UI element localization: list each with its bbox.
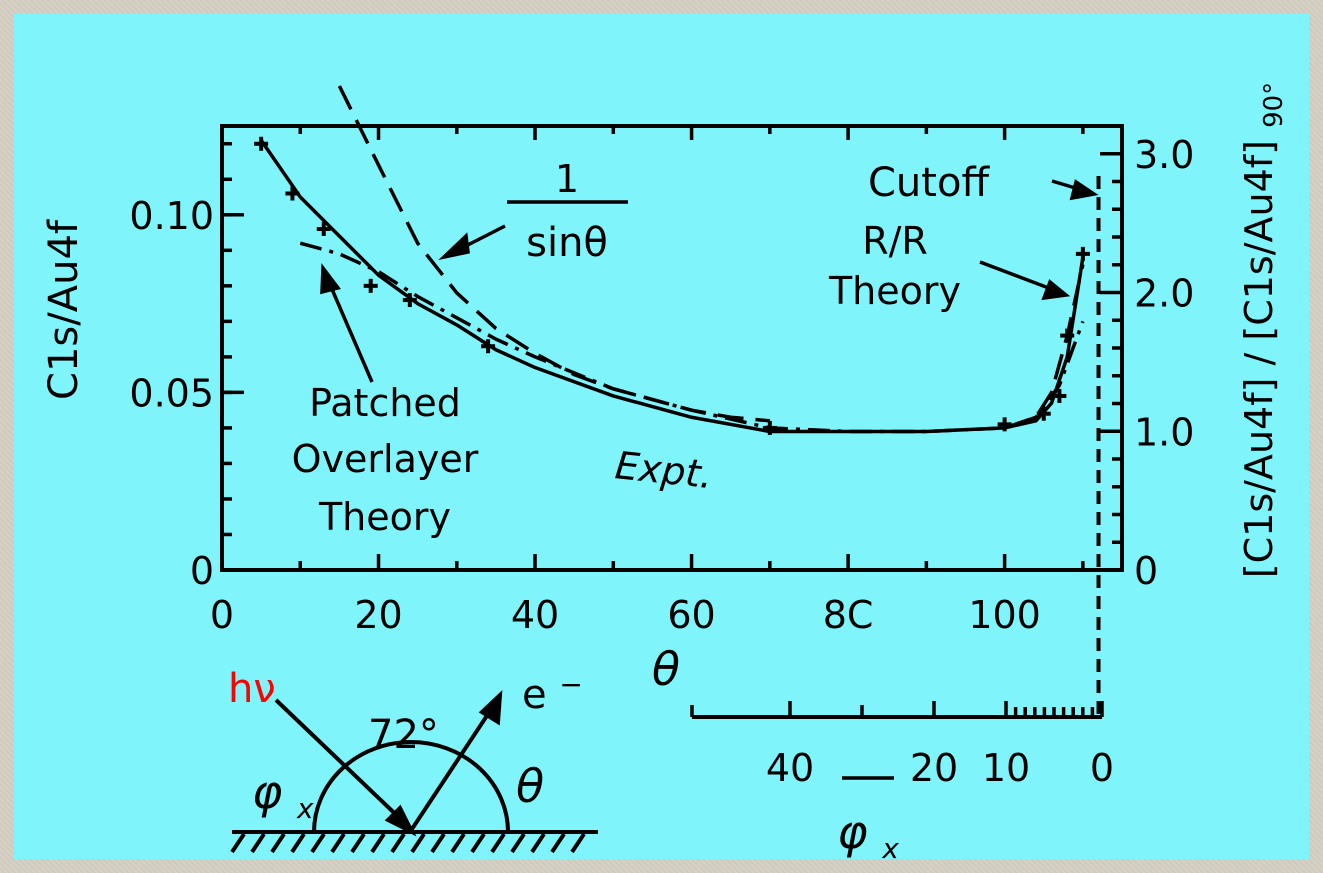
secondary-x-tick-label: 0	[1090, 746, 1114, 790]
x-tick-label: 20	[354, 593, 402, 637]
hatch-mark	[410, 832, 426, 854]
hatch-mark	[310, 832, 326, 854]
hatch-mark	[290, 832, 306, 854]
hatch-mark	[490, 832, 506, 854]
y-right-tick-label: 0	[1134, 549, 1158, 593]
y-right-tick-label: 2.0	[1134, 272, 1194, 316]
secondary-x-tick-label: 10	[982, 746, 1030, 790]
x-tick-label: 8C	[823, 593, 874, 637]
electron-label: e −	[522, 668, 583, 718]
y-right-axis-label-sub: 90°	[1259, 82, 1289, 128]
y-left-axis-label: C1s/Au4f	[41, 219, 87, 400]
y-right-axis-label-main: [C1s/Au4f] / [C1s/Au4f]	[1237, 140, 1281, 578]
sin-denominator: sinθ	[526, 220, 608, 266]
cutoff-annotation: Cutoff	[868, 160, 990, 206]
y-right-axis-label: [C1s/Au4f] / [C1s/Au4f] 90°	[1237, 82, 1289, 578]
electron-ray	[408, 706, 494, 834]
hatch-mark	[450, 832, 466, 854]
patched-arrow-head	[320, 263, 341, 295]
secondary-x-axis-label: φ x	[837, 805, 899, 865]
sin-numerator: 1	[555, 157, 579, 201]
phi-label: φ x	[252, 765, 314, 825]
hatch-mark	[530, 832, 546, 854]
hatch-mark	[350, 832, 366, 854]
surface-hatching	[230, 832, 586, 854]
annotation-arrows	[320, 179, 1099, 383]
photon-arrow-head	[384, 804, 417, 837]
y-right-tick-label: 1.0	[1134, 410, 1194, 454]
series-line	[1004, 264, 1085, 430]
theta-inset-label: θ	[516, 759, 544, 813]
angle-arc	[312, 740, 510, 833]
rr-label-line1: R/R	[862, 219, 928, 263]
series-group	[259, 85, 1085, 434]
hatch-mark	[230, 832, 246, 854]
photon-label: hν	[228, 666, 276, 712]
series-line	[337, 85, 770, 423]
secondary-x-tick-label: 40	[766, 746, 814, 790]
phi-label-main: φ	[252, 765, 282, 819]
series-line	[259, 139, 1085, 434]
y-left-tick-label: 0.05	[129, 371, 214, 415]
secondary-x-axis-label-sub: x	[881, 832, 899, 865]
hatch-mark	[510, 832, 526, 854]
hatch-mark	[390, 832, 406, 854]
phi-label-sub: x	[296, 792, 314, 825]
hatch-mark	[250, 832, 266, 854]
inset-diagram	[230, 690, 598, 854]
x-tick-label: 60	[667, 593, 715, 637]
rr-label-line2: Theory	[828, 269, 961, 313]
electron-label-main: e	[522, 672, 547, 718]
hatch-mark	[430, 832, 446, 854]
cutoff-arrow-head	[1069, 179, 1099, 201]
hatch-mark	[550, 832, 566, 854]
electron-label-sup: −	[559, 668, 582, 701]
y-left-tick-label: 0.10	[129, 194, 214, 238]
secondary-x-axis-label-main: φ	[837, 805, 867, 859]
electron-arrow-head	[478, 690, 503, 726]
rr-arrow-head	[1041, 279, 1071, 301]
patched-label-line2: Overlayer	[292, 437, 479, 481]
hatch-mark	[370, 832, 386, 854]
hatch-mark	[470, 832, 486, 854]
patched-label-line1: Patched	[309, 381, 461, 425]
hatch-mark	[330, 832, 346, 854]
hatch-mark	[570, 832, 586, 854]
angle-label: 72°	[368, 712, 439, 758]
x-axis-label: θ	[652, 642, 680, 696]
x-tick-label: 100	[968, 593, 1041, 637]
sin-arrow-head	[438, 232, 470, 260]
y-right-tick-label: 3.0	[1134, 133, 1194, 177]
photon-ray	[274, 698, 412, 830]
x-tick-label: 40	[511, 593, 559, 637]
expt-label: Expt.	[613, 443, 715, 497]
rr-arrow	[979, 260, 1055, 292]
data-points	[254, 136, 1090, 435]
patched-arrow	[326, 279, 374, 383]
y-left-tick-label: 0	[190, 549, 214, 593]
patched-label-line3: Theory	[318, 495, 451, 539]
x-tick-label: 0	[210, 593, 234, 637]
hatch-mark	[270, 832, 286, 854]
secondary-x-tick-label: 20	[910, 746, 958, 790]
